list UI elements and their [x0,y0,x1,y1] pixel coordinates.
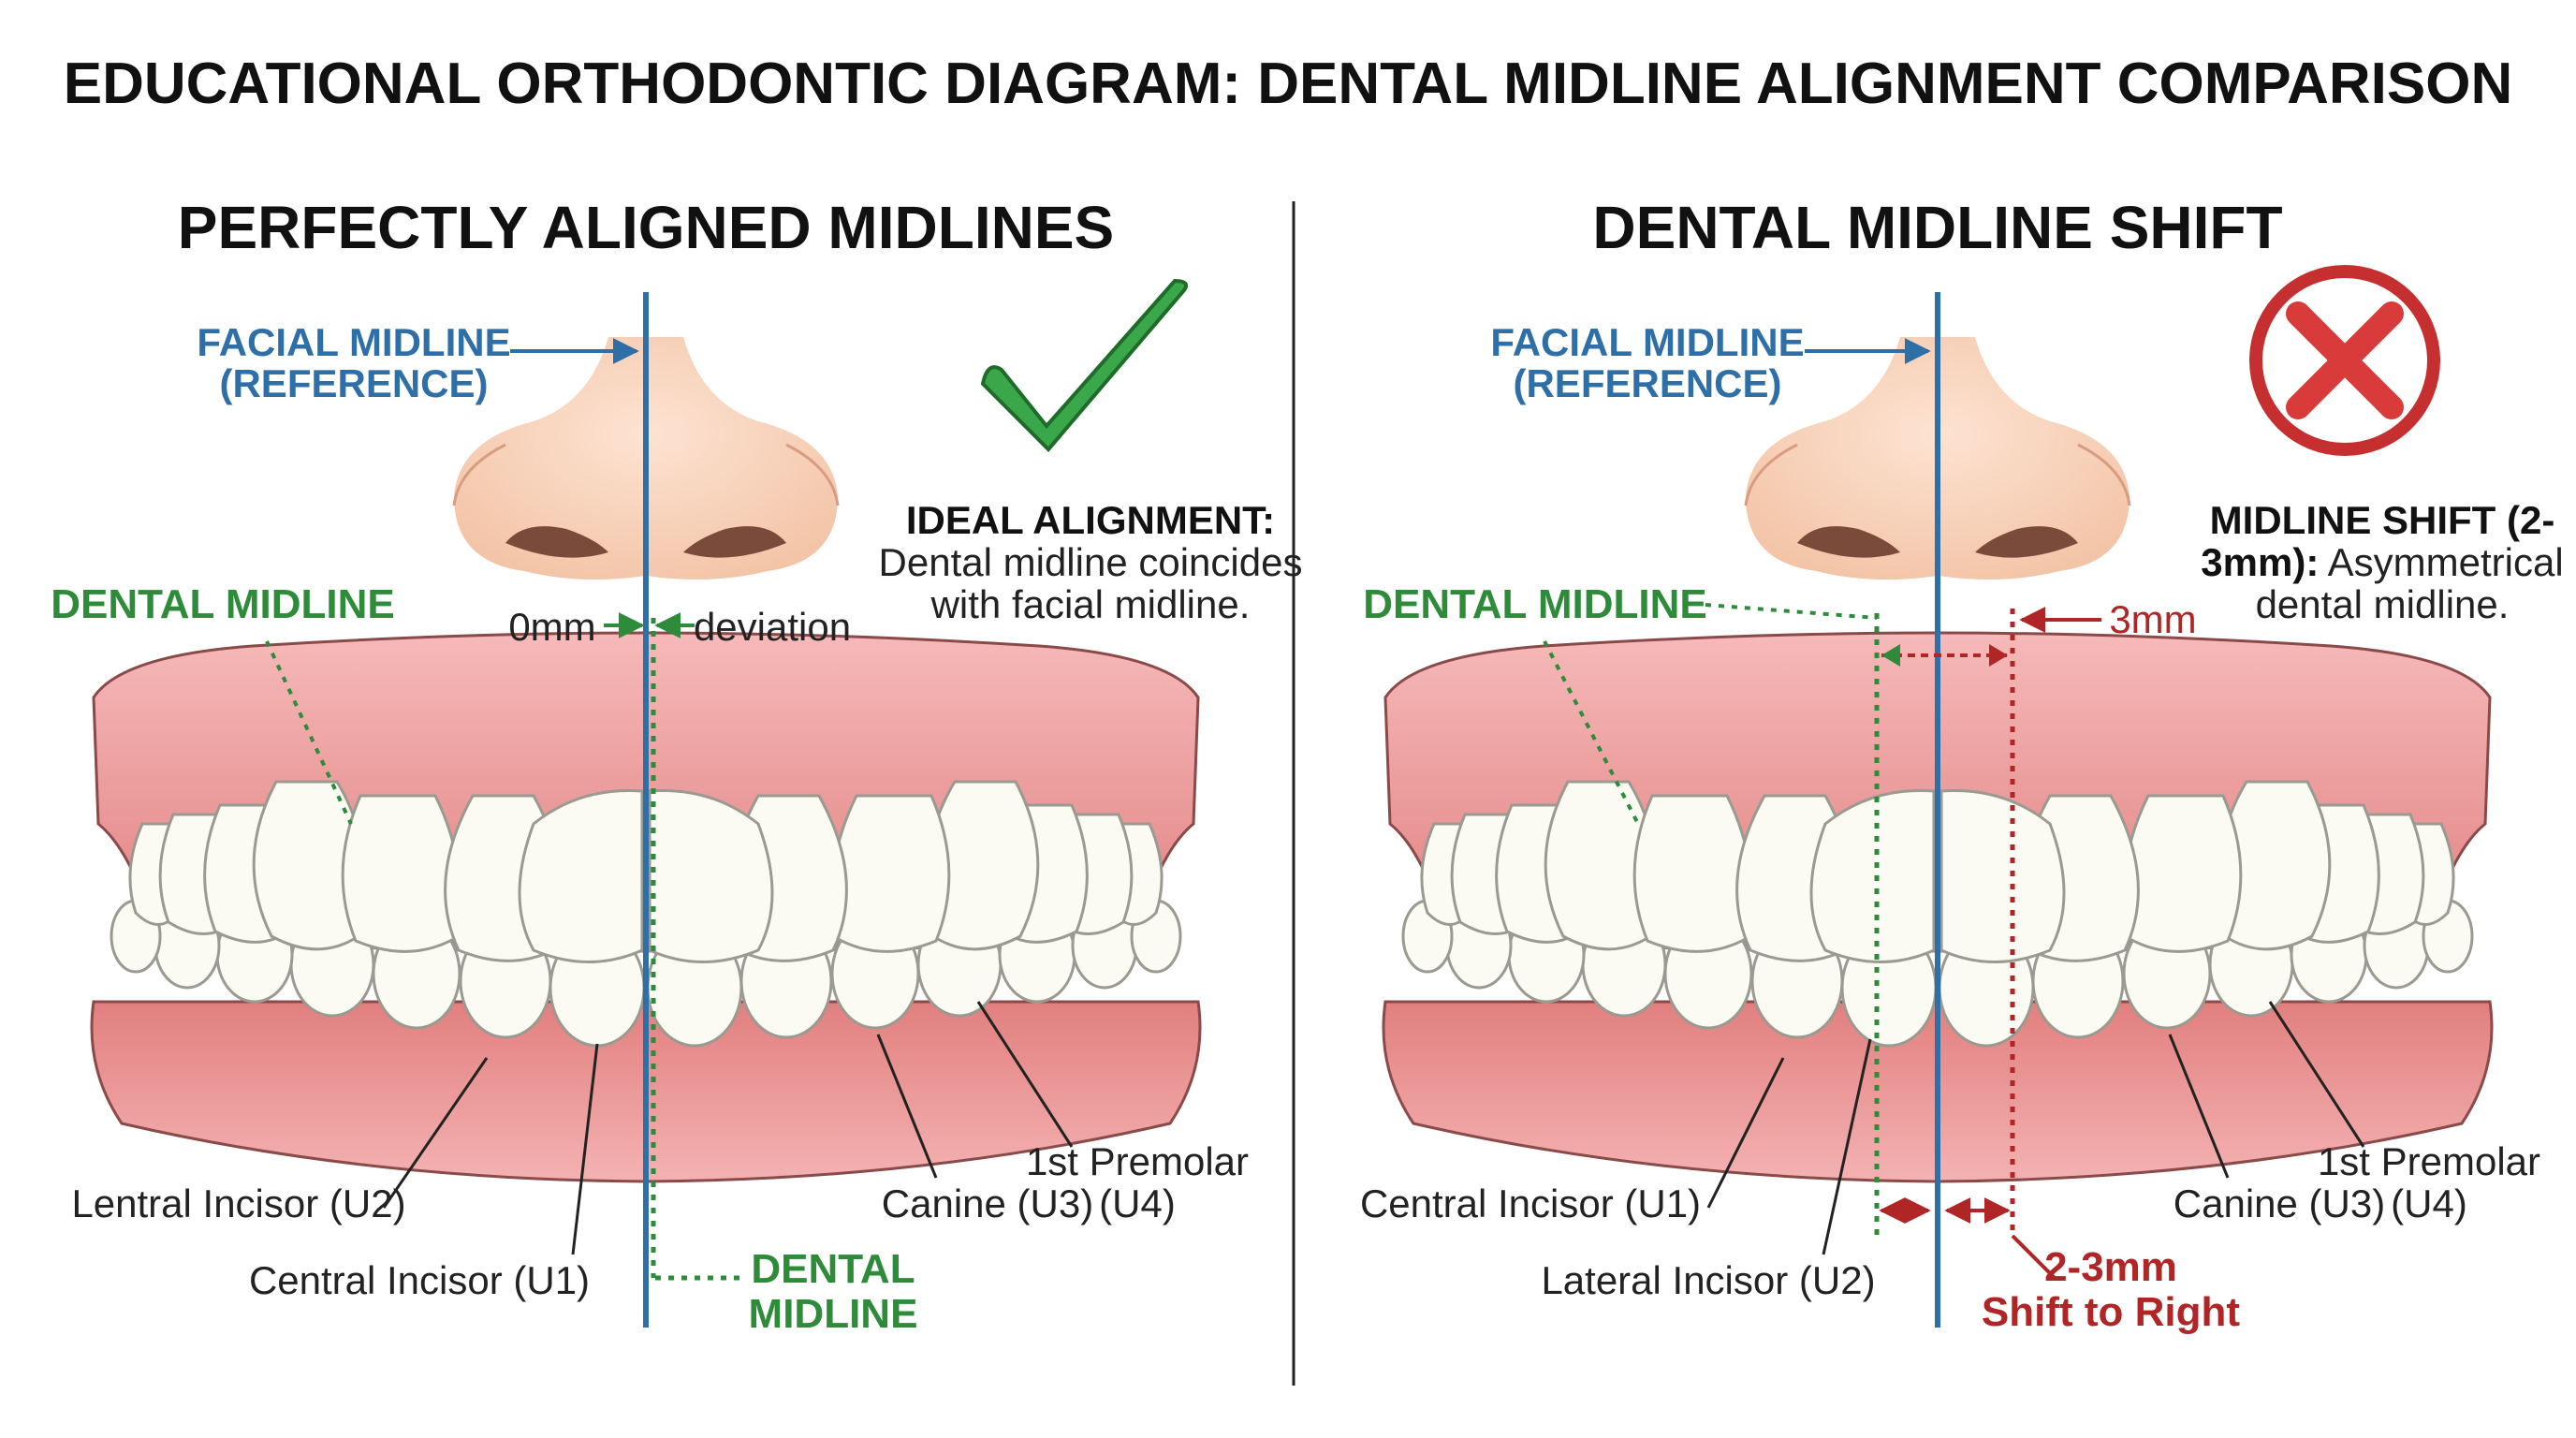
ideal-alignment-line1: Dental midline coincides [879,540,1303,584]
measure-value: 3mm [2109,597,2196,641]
bottom-midline-label: MIDLINE [749,1291,918,1337]
page-title: EDUCATIONAL ORTHODONTIC DIAGRAM: DENTAL … [64,51,2513,116]
label-u2-pointer [382,1057,489,1209]
left-panel: PERFECTLY ALIGNED MIDLINES FACIAL MIDLIN… [51,194,1302,1337]
label-premolar-pointer [2268,1001,2365,1148]
x-mark-icon [2249,265,2440,456]
label-u1-pointer [571,1043,599,1255]
label-premolar-code: (U4) [2391,1181,2467,1225]
label-u1: Central Incisor (U1) [249,1258,590,1302]
measure-arrow-right [1989,644,2008,667]
label-premolar: 1st Premolar [2318,1139,2540,1183]
dental-midline-connector [1705,603,1878,620]
label-u2-pointer [1822,1038,1872,1255]
shift-direction: Shift to Right [1982,1289,2240,1335]
facial-midline-reference: (REFERENCE) [1513,361,1781,405]
measure-arrow-left [1881,644,1900,667]
shift-note-title: MIDLINE SHIFT (2- [2210,498,2555,542]
right-panel: DENTAL MIDLINE SHIFT FACIAL MIDLINE (REF… [1360,194,2564,1335]
label-canine-pointer [2168,1034,2230,1179]
shift-note-line2: 3mm): Asymmetrical [2201,540,2563,584]
shift-pointer [2011,1234,2056,1280]
label-canine: Canine (U3) [2174,1181,2385,1225]
dental-midline-label: DENTAL MIDLINE [1363,581,1706,627]
facial-midline-reference: (REFERENCE) [219,361,488,405]
ideal-alignment-line2: with facial midline. [930,582,1251,626]
label-premolar: 1st Premolar [1026,1139,1249,1183]
label-premolar-pointer [976,1001,1074,1148]
label-canine-pointer [876,1034,938,1179]
dental-midline-label: DENTAL MIDLINE [51,581,394,627]
bottom-dental-label: DENTAL [751,1246,915,1292]
shift-note-line3: dental midline. [2256,582,2510,626]
check-icon [980,278,1188,452]
label-u1-pointer [1706,1057,1785,1209]
label-canine: Canine (U3) [882,1181,1093,1225]
deviation-text: deviation [694,605,851,649]
right-heading: DENTAL MIDLINE SHIFT [1592,194,2282,261]
ideal-alignment-title: IDEAL ALIGNMENT: [906,498,1275,542]
deviation-value: 0mm [508,605,595,649]
label-u2: Lateral Incisor (U2) [1541,1258,1875,1302]
shift-note-title2: 3mm): [2201,540,2319,584]
shift-note-text2: Asymmetrical [2328,540,2564,584]
label-u2: Lentral Incisor (U2) [71,1181,405,1225]
shift-amount: 2-3mm [2044,1244,2177,1290]
left-heading: PERFECTLY ALIGNED MIDLINES [178,194,1114,261]
label-premolar-code: (U4) [1099,1181,1176,1225]
label-u1: Central Incisor (U1) [1360,1181,1701,1225]
facial-midline-label: FACIAL MIDLINE [197,320,510,364]
facial-midline-label: FACIAL MIDLINE [1490,320,1804,364]
dental-midline-pointer [1543,640,1640,825]
